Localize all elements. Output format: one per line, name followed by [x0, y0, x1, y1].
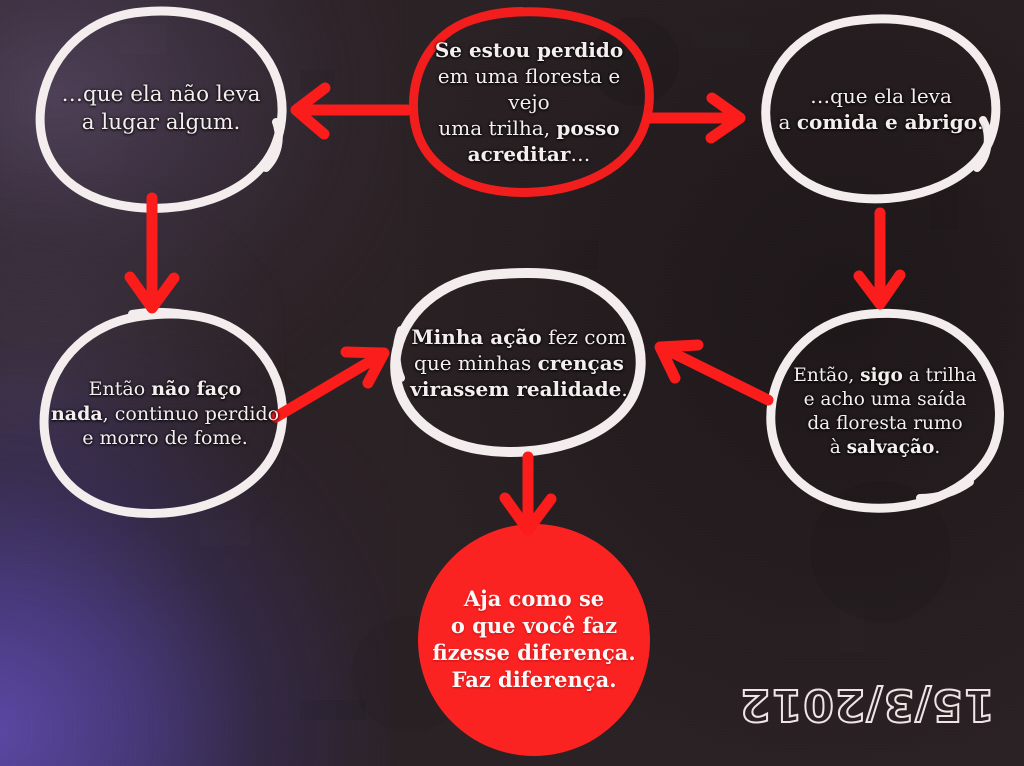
- belief-positive-bubble-outline: [761, 14, 1001, 204]
- outcome-positive-bubble-outline: [766, 308, 1004, 513]
- belief-negative-bubble-outline: [35, 6, 287, 213]
- date-stamp: 15/3/2012: [738, 678, 995, 731]
- conclusion-bubble-outline: [390, 267, 646, 457]
- premise-bubble-outline: [409, 7, 654, 197]
